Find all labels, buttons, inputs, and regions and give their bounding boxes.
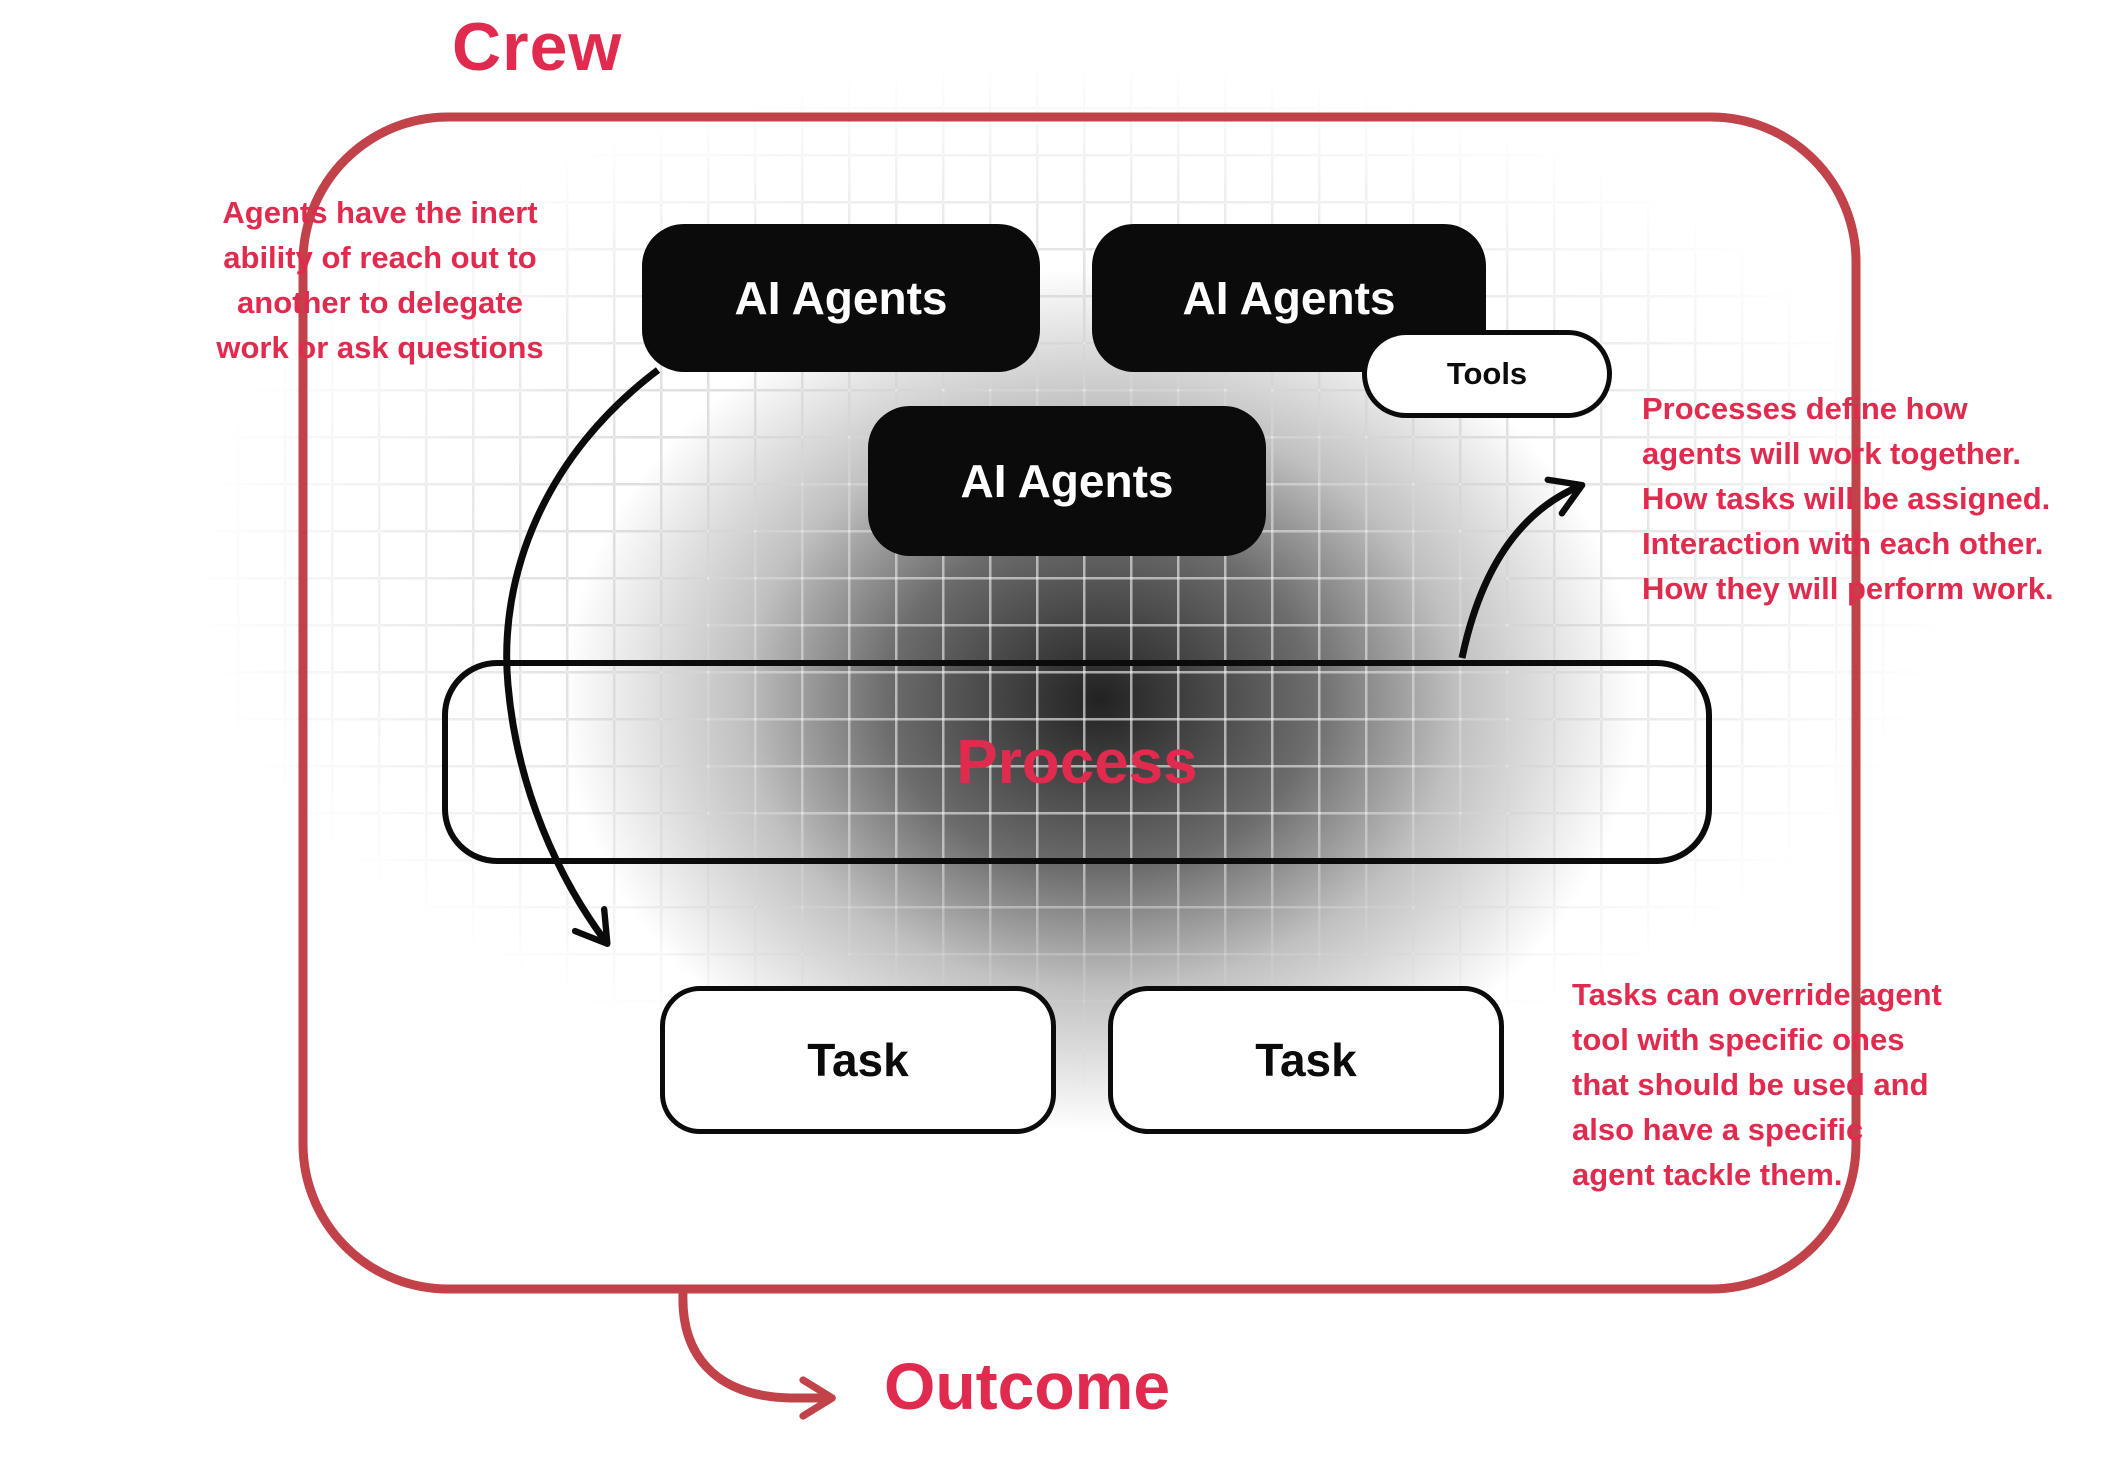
crew-frame [298,112,1861,1294]
crew-title: Crew [452,9,623,85]
outcome-title: Outcome [884,1349,1171,1423]
outcome-arrow [678,1292,836,1420]
tasks-annotation: Tasks can override agent tool with speci… [1572,977,1942,1192]
process-label: Process [956,727,1198,797]
task-2-label: Task [1255,1034,1357,1086]
task-box-1: Task [660,986,1056,1134]
process-annotation-arrow [1458,476,1586,659]
process-box: Process [442,660,1712,864]
ai-agents-box-3: AI Agents [868,406,1266,556]
delegation-arrow [503,367,661,948]
task-box-2: Task [1108,986,1504,1134]
left-annotation: Agents have the inert ability of reach o… [216,195,544,365]
ai-agents-1-label: AI Agents [734,272,948,324]
ai-agents-3-label: AI Agents [960,455,1174,507]
ai-agents-box-1: AI Agents [642,224,1040,372]
tools-label: Tools [1446,356,1528,391]
task-1-label: Task [807,1034,909,1086]
process-annotation: Processes define how agents will work to… [1642,391,2054,606]
ai-agents-2-label: AI Agents [1182,272,1396,324]
tools-box: Tools [1362,330,1612,418]
grid-background [190,60,1950,1090]
